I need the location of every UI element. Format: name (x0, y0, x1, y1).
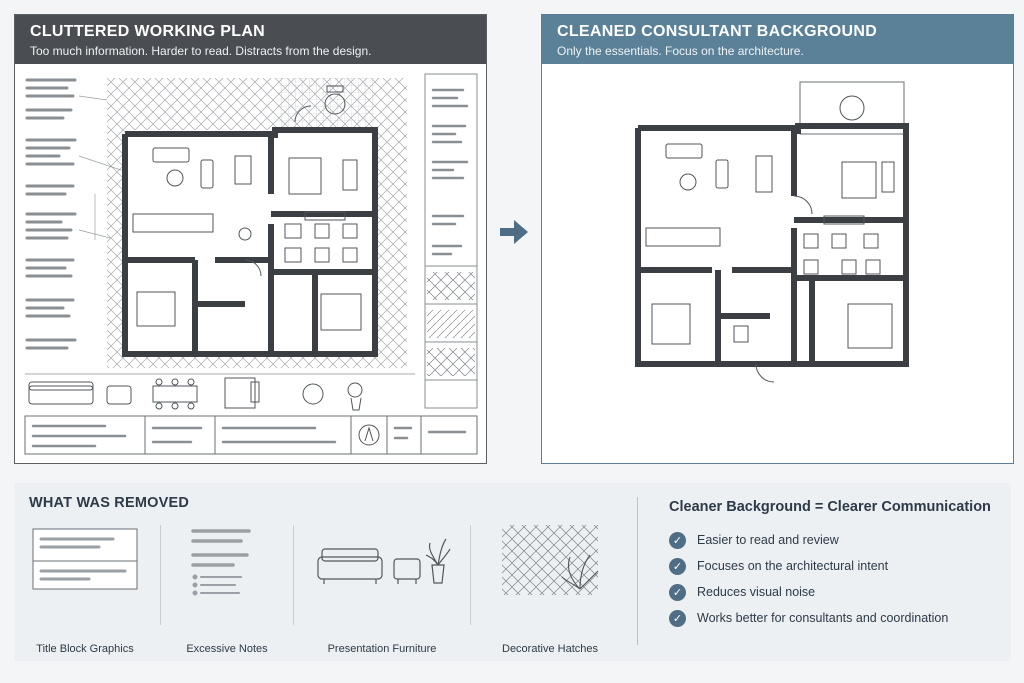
check-icon: ✓ (669, 557, 686, 575)
removed-label-title-block: Title Block Graphics (36, 643, 134, 655)
clean-plan-fixtures (645, 95, 895, 383)
plan-title-column (424, 73, 478, 409)
hatch-icon (502, 525, 599, 595)
plan-title-block (24, 415, 478, 455)
title-block-icon (32, 528, 138, 590)
benefit-text: Works better for consultants and coordin… (697, 611, 949, 625)
plan-notes (25, 78, 77, 350)
plan-walls (122, 127, 378, 357)
plan-furniture-legend (28, 377, 363, 411)
cluttered-plan-title: CLUTTERED WORKING PLAN (30, 23, 266, 40)
clean-plan-drawing (542, 64, 1013, 463)
summary-strip: WHAT WAS REMOVED Title Block Graphics E (14, 483, 1011, 661)
clean-plan-panel: CLEANED CONSULTANT BACKGROUND Only the e… (541, 14, 1014, 464)
clean-plan-header: CLEANED CONSULTANT BACKGROUND Only the e… (542, 15, 1013, 64)
divider (160, 525, 161, 625)
clean-plan-subtitle: Only the essentials. Focus on the archit… (557, 44, 804, 58)
benefit-item: ✓ Works better for consultants and coordi… (669, 605, 948, 631)
removed-label-furniture: Presentation Furniture (327, 643, 437, 655)
divider (293, 525, 294, 625)
check-icon: ✓ (669, 531, 686, 549)
check-icon: ✓ (669, 609, 686, 627)
benefit-item: ✓ Easier to read and review (669, 527, 948, 553)
benefit-text: Easier to read and review (697, 533, 839, 547)
cluttered-plan-drawing (15, 64, 486, 463)
furniture-icon (317, 538, 451, 584)
clean-plan-title: CLEANED CONSULTANT BACKGROUND (557, 23, 878, 40)
arrow-right-icon (500, 220, 528, 244)
benefits-list: ✓ Easier to read and review ✓ Focuses on t… (669, 527, 948, 631)
benefit-item: ✓ Reduces visual noise (669, 579, 948, 605)
cluttered-plan-panel: CLUTTERED WORKING PLAN Too much informat… (14, 14, 487, 464)
removed-label-notes: Excessive Notes (186, 643, 268, 655)
removed-label-hatches: Decorative Hatches (502, 643, 598, 655)
removed-title: WHAT WAS REMOVED (29, 495, 190, 511)
removed-item-title-block: Title Block Graphics (29, 521, 169, 655)
check-icon: ✓ (669, 583, 686, 601)
section-divider (637, 497, 638, 645)
cluttered-plan-subtitle: Too much information. Harder to read. Di… (30, 44, 372, 58)
removed-item-furniture: Presentation Furniture (314, 521, 454, 655)
benefits-title: Cleaner Background = Clearer Communicati… (669, 499, 991, 515)
clean-plan-walls (635, 123, 909, 367)
notes-icon (191, 529, 251, 596)
benefit-text: Focuses on the architectural intent (697, 559, 889, 573)
divider (470, 525, 471, 625)
removed-item-hatches: Decorative Hatches (500, 521, 640, 655)
removed-item-notes: Excessive Notes (186, 521, 329, 655)
plan-furniture (132, 85, 362, 331)
cluttered-plan-header: CLUTTERED WORKING PLAN Too much informat… (15, 15, 486, 64)
benefit-item: ✓ Focuses on the architectural intent (669, 553, 948, 579)
benefit-text: Reduces visual noise (697, 585, 816, 599)
